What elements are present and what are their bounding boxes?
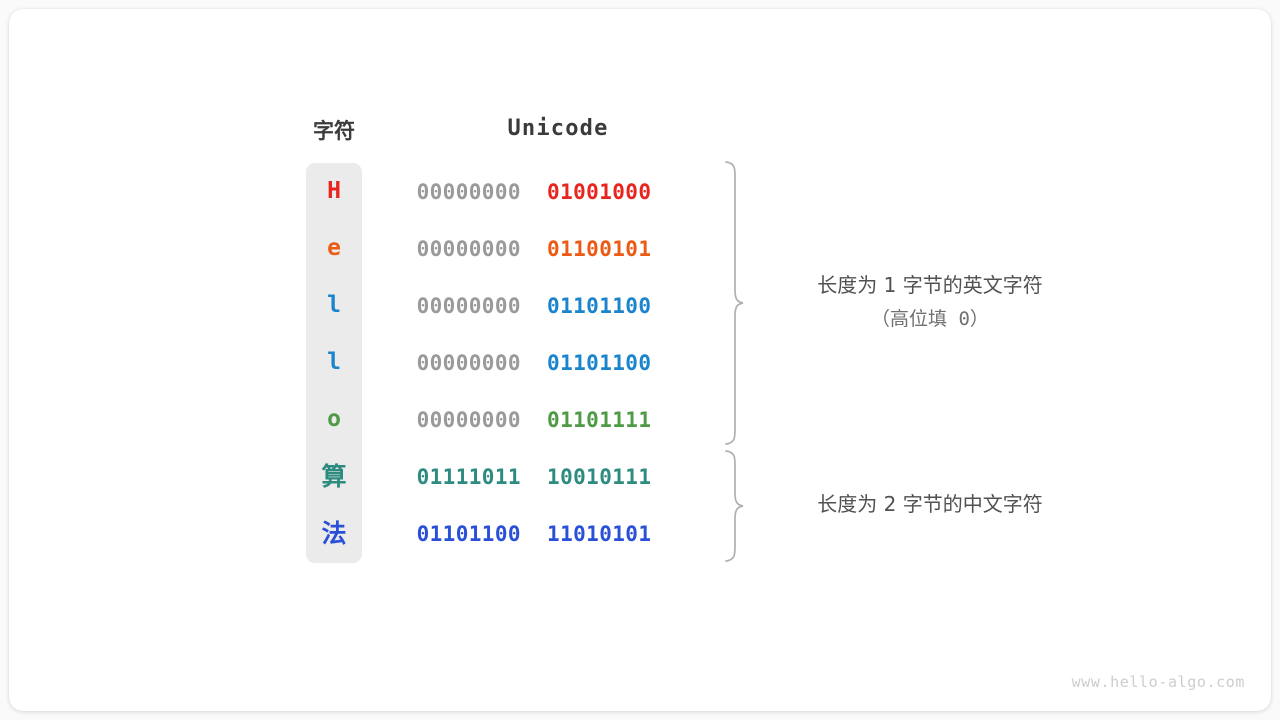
table-row: 算 01111011 10010111 xyxy=(306,448,706,505)
high-byte: 00000000 xyxy=(416,407,521,432)
high-byte: 00000000 xyxy=(416,293,521,318)
low-byte: 01001000 xyxy=(547,179,652,204)
table-row: l 00000000 01101100 xyxy=(306,277,706,334)
unicode-bits-cell: 00000000 01100101 xyxy=(362,237,706,261)
table-row: o 00000000 01101111 xyxy=(306,391,706,448)
figure-card xyxy=(9,9,1271,711)
annotation-one-byte: 长度为 1 字节的英文字符 （高位填 0） xyxy=(770,268,1090,336)
character-cell: l xyxy=(327,292,341,318)
unicode-bits-cell: 01111011 10010111 xyxy=(362,465,706,489)
table-row: l 00000000 01101100 xyxy=(306,334,706,391)
annotation-two-byte-main: 长度为 2 字节的中文字符 xyxy=(817,492,1043,516)
high-byte: 00000000 xyxy=(416,236,521,261)
unicode-bits-cell: 00000000 01101100 xyxy=(362,294,706,318)
table-row: e 00000000 01100101 xyxy=(306,220,706,277)
low-byte: 11010101 xyxy=(547,521,652,546)
watermark: www.hello-algo.com xyxy=(1071,673,1245,691)
annotation-one-byte-main: 长度为 1 字节的英文字符 xyxy=(817,273,1043,297)
high-byte: 01111011 xyxy=(416,464,521,489)
unicode-bits-cell: 01101100 11010101 xyxy=(362,522,706,546)
low-byte: 10010111 xyxy=(547,464,652,489)
low-byte: 01101100 xyxy=(547,293,652,318)
column-header-character: 字符 xyxy=(313,120,355,143)
unicode-bits-cell: 00000000 01101111 xyxy=(362,408,706,432)
unicode-bits-cell: 00000000 01001000 xyxy=(362,180,706,204)
low-byte: 01101111 xyxy=(547,407,652,432)
low-byte: 01101100 xyxy=(547,350,652,375)
brace-two-byte xyxy=(725,450,744,562)
unicode-bits-cell: 00000000 01101100 xyxy=(362,351,706,375)
low-byte: 01100101 xyxy=(547,236,652,261)
brace-one-byte xyxy=(725,161,744,445)
character-cell: e xyxy=(327,235,341,261)
character-cell: l xyxy=(327,349,341,375)
annotation-two-byte: 长度为 2 字节的中文字符 xyxy=(770,487,1090,522)
character-column-background xyxy=(306,163,362,563)
character-cell: 算 xyxy=(321,462,347,491)
character-cell: H xyxy=(327,178,341,204)
annotation-one-byte-sub: （高位填 0） xyxy=(871,308,989,330)
high-byte: 00000000 xyxy=(416,350,521,375)
table-row: H 00000000 01001000 xyxy=(306,163,706,220)
high-byte: 01101100 xyxy=(416,521,521,546)
table-row: 法 01101100 11010101 xyxy=(306,505,706,562)
column-header-unicode: Unicode xyxy=(507,116,609,141)
high-byte: 00000000 xyxy=(416,179,521,204)
character-cell: o xyxy=(327,406,341,432)
character-cell: 法 xyxy=(321,519,347,548)
